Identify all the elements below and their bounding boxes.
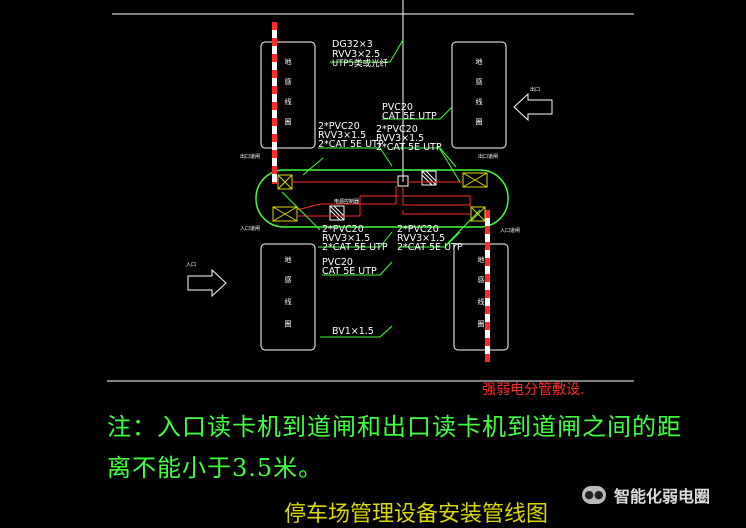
entry-barrier-box bbox=[272, 206, 298, 222]
power-controller-bottom bbox=[329, 205, 345, 221]
cable-top-mid-2: CAT 5E UTP bbox=[382, 111, 437, 122]
exit-box-label: 出口道闸 bbox=[478, 153, 498, 160]
cable-bottom-single-2: CAT 5E UTP bbox=[322, 266, 377, 277]
cable-top-mid-1: PVC20 bbox=[382, 102, 413, 113]
entry-reader-box bbox=[470, 206, 486, 222]
loop-char-4: 圈 bbox=[285, 320, 292, 328]
loop-char-3: 线 bbox=[285, 97, 292, 106]
loop-char-1: 地 bbox=[478, 255, 485, 264]
entrance-arrow: 入口 bbox=[186, 262, 227, 298]
cable-labels: DG32×3 RVV3×2.5 UTP5类或光纤 PVC20 CAT 5E UT… bbox=[318, 39, 463, 337]
entrance-arrow-label: 入口 bbox=[186, 262, 196, 268]
loop-char-2: 感 bbox=[285, 77, 292, 86]
cable-mid-left-3: 2*CAT 5E UTP bbox=[318, 139, 384, 150]
loop-char-2: 感 bbox=[478, 275, 485, 284]
mid-box-label: 电源控制器 bbox=[334, 198, 359, 205]
cable-top-left-2: RVV3×2.5 bbox=[332, 49, 380, 60]
entry-reader-label: 入口道闸 bbox=[240, 225, 260, 232]
loop-char-4: 圈 bbox=[478, 320, 485, 328]
leader-lines bbox=[281, 39, 481, 338]
cable-bottom-left-2: RVV3×1.5 bbox=[322, 233, 370, 244]
cable-bottom-right-2: RVV3×1.5 bbox=[397, 233, 445, 244]
cable-mid-left-2: RVV3×1.5 bbox=[318, 130, 366, 141]
cable-bottom-right-1: 2*PVC20 bbox=[397, 224, 439, 235]
power-cabling bbox=[292, 181, 471, 217]
exit-reader-label: 出口道闸 bbox=[240, 153, 260, 160]
cable-mid-left-1: 2*PVC20 bbox=[318, 121, 360, 132]
wechat-icon: ●● bbox=[582, 486, 606, 504]
loop-char-2: 感 bbox=[285, 275, 292, 284]
cable-top-left-3: UTP5类或光纤 bbox=[332, 58, 388, 69]
note-line-1: 注：入口读卡机到道闸和出口读卡机到道闸之间的距 bbox=[107, 413, 682, 441]
cable-bottom-single-1: PVC20 bbox=[322, 257, 353, 268]
warning-text: 强弱电分管敷设. bbox=[482, 382, 585, 398]
cable-mid-right-3: 2*CAT 5E UTP bbox=[376, 142, 442, 153]
cable-bv-label: BV1×1.5 bbox=[332, 326, 374, 337]
device-labels: 出口道闸 入口道闸 出口道闸 入口道闸 电源控制器 bbox=[240, 153, 520, 234]
loop-char-2: 感 bbox=[476, 77, 483, 86]
loop-char-4: 圈 bbox=[285, 118, 292, 126]
entry-box-label: 入口道闸 bbox=[500, 227, 520, 234]
loop-char-1: 地 bbox=[285, 57, 292, 66]
lane-island bbox=[255, 169, 509, 228]
loop-char-3: 线 bbox=[478, 297, 485, 306]
diagram-title: 停车场管理设备安装管线图 bbox=[284, 502, 549, 527]
brand-watermark: ●● 智能化弱电圈 bbox=[582, 482, 710, 508]
loop-top-left: 地 感 线 圈 bbox=[260, 41, 316, 149]
loop-top-right: 地 感 线 圈 bbox=[451, 41, 507, 149]
loop-bottom-right: 地 感 线 圈 bbox=[453, 243, 509, 351]
cable-mid-right-2: RVV3×1.5 bbox=[376, 133, 424, 144]
exit-barrier-box bbox=[462, 172, 488, 188]
exit-arrow: 出口 bbox=[513, 86, 553, 122]
exit-arrow-label: 出口 bbox=[530, 86, 540, 93]
note-line-2: 离不能小于3.5米。 bbox=[107, 454, 324, 482]
exit-reader-box bbox=[277, 174, 293, 190]
cable-bottom-left-3: 2*CAT 5E UTP bbox=[322, 242, 388, 253]
cable-top-left-1: DG32×3 bbox=[332, 39, 373, 50]
loop-char-1: 地 bbox=[476, 57, 483, 66]
brand-name: 智能化弱电圈 bbox=[614, 487, 711, 506]
cable-bottom-left-1: 2*PVC20 bbox=[322, 224, 364, 235]
power-controller-top bbox=[421, 170, 437, 186]
loop-char-4: 圈 bbox=[476, 118, 483, 126]
loop-char-1: 地 bbox=[285, 255, 292, 264]
cable-mid-right-1: 2*PVC20 bbox=[376, 124, 418, 135]
loop-bottom-left: 地 感 线 圈 bbox=[260, 243, 316, 351]
barrier-arm-bottom-right bbox=[485, 210, 490, 362]
cable-bottom-right-3: 2*CAT 5E UTP bbox=[397, 242, 463, 253]
loop-char-3: 线 bbox=[476, 97, 483, 106]
barrier-arm-top-left bbox=[272, 22, 277, 184]
loop-char-3: 线 bbox=[285, 297, 292, 306]
